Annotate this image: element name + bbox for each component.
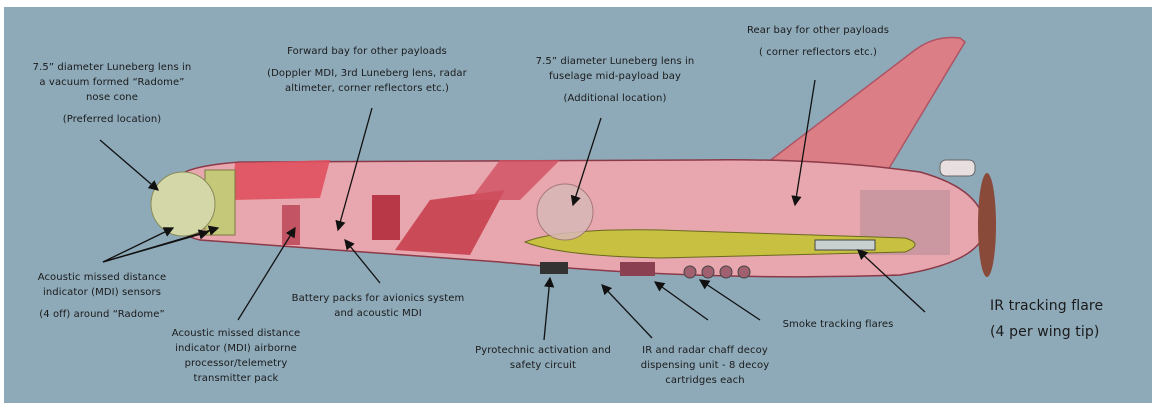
battery-pack — [372, 195, 400, 240]
label-ir-flare: IR tracking flare (4 per wing tip) — [990, 295, 1103, 343]
chaff-unit — [620, 262, 655, 276]
label-line: processor/telemetry — [184, 358, 288, 369]
label-line: Battery packs for avionics system — [291, 293, 465, 304]
label-mdi-processor: Acoustic missed distance indicator (MDI)… — [172, 326, 301, 386]
exhaust — [939, 159, 976, 177]
mid-red-panel-2 — [470, 160, 560, 200]
label-line: transmitter pack — [193, 373, 279, 384]
label-line: indicator (MDI) sensors — [42, 287, 162, 298]
label-title: Forward bay for other payloads — [287, 46, 447, 57]
label-note: (Additional location) — [563, 93, 667, 104]
label-title: Rear bay for other payloads — [746, 25, 890, 36]
label-chaff: IR and radar chaff decoy dispensing unit… — [641, 343, 769, 388]
label-line: fuselage mid-payload bay — [548, 71, 682, 82]
label-line: 7.5” diameter Luneberg lens in — [32, 62, 192, 73]
label-smoke: Smoke tracking flares — [783, 317, 894, 332]
label-note: (4 off) around “Radome” — [39, 309, 165, 320]
forward-red-panel — [232, 160, 330, 200]
label-line: (Doppler MDI, 3rd Luneberg lens, radar — [267, 68, 467, 79]
label-line: Acoustic missed distance — [171, 328, 301, 339]
label-line: safety circuit — [509, 360, 577, 371]
label-line: and acoustic MDI — [334, 308, 422, 319]
label-line: cartridges each — [665, 375, 745, 386]
propeller — [978, 173, 996, 277]
wingtip-flares — [814, 239, 876, 251]
label-rear-bay: Rear bay for other payloads ( corner ref… — [747, 23, 889, 60]
label-line: IR tracking flare — [990, 298, 1104, 314]
nose-radome — [150, 171, 216, 237]
label-line: Smoke tracking flares — [782, 319, 894, 330]
label-line: nose cone — [85, 92, 139, 103]
label-line: indicator (MDI) airborne — [175, 343, 297, 354]
label-mid-lens: 7.5” diameter Luneberg lens in fuselage … — [536, 54, 695, 106]
label-line: dispensing unit - 8 decoy — [640, 360, 770, 371]
processor-pack — [282, 205, 300, 245]
label-line: Acoustic missed distance — [37, 272, 167, 283]
mid-luneberg-lens — [536, 183, 594, 241]
pyro-circuit — [540, 262, 568, 274]
leader-lines — [99, 79, 926, 341]
label-pyro: Pyrotechnic activation and safety circui… — [475, 343, 611, 373]
label-line: Pyrotechnic activation and — [475, 345, 611, 356]
label-line: IR and radar chaff decoy — [642, 345, 768, 356]
label-line: (4 per wing tip) — [990, 324, 1100, 340]
mid-red-panel — [395, 190, 505, 255]
label-mdi-sensors: Acoustic missed distance indicator (MDI)… — [38, 270, 167, 322]
tail-fin — [752, 36, 966, 176]
label-line: a vacuum formed “Radome” — [39, 77, 185, 88]
label-battery: Battery packs for avionics system and ac… — [292, 291, 465, 321]
label-forward-bay: Forward bay for other payloads (Doppler … — [267, 44, 467, 96]
label-nose-lens: 7.5” diameter Luneberg lens in a vacuum … — [33, 60, 192, 127]
label-note: (Preferred location) — [62, 114, 162, 125]
label-line: 7.5” diameter Luneberg lens in — [535, 56, 695, 67]
label-line: altimeter, corner reflectors etc.) — [285, 83, 449, 94]
smoke-flare-cartridges — [683, 265, 751, 279]
label-note: ( corner reflectors etc.) — [758, 47, 878, 58]
